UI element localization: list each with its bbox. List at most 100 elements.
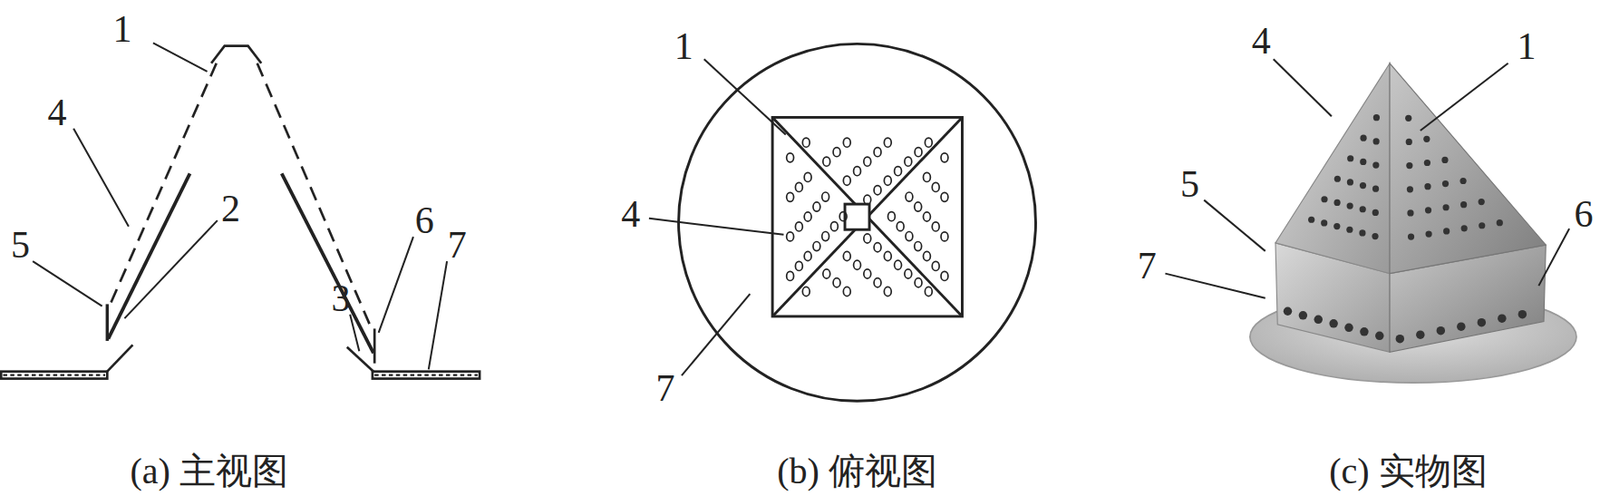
- hole: [786, 153, 795, 163]
- hole: [1396, 334, 1405, 343]
- callout-number: 2: [221, 189, 241, 228]
- hole: [786, 232, 795, 242]
- callout-number: 5: [10, 225, 30, 264]
- hole: [1372, 161, 1379, 168]
- hole: [887, 212, 895, 222]
- hole: [896, 222, 904, 232]
- hole: [1425, 206, 1432, 214]
- hole: [905, 232, 913, 242]
- hole: [843, 137, 851, 147]
- hole: [873, 278, 882, 288]
- hole: [843, 175, 851, 185]
- hole: [1375, 331, 1384, 340]
- hole: [1359, 182, 1367, 189]
- hole: [894, 166, 902, 176]
- hole: [883, 137, 892, 147]
- hole: [833, 147, 841, 157]
- callout-number: 6: [415, 201, 435, 240]
- hole: [1346, 226, 1353, 233]
- hole: [905, 192, 913, 202]
- hole: [1359, 327, 1368, 336]
- hole: [924, 286, 932, 296]
- callout-number: 7: [447, 225, 467, 264]
- hole: [914, 278, 922, 288]
- hole: [1441, 156, 1448, 164]
- hole: [924, 137, 932, 147]
- hole: [904, 156, 912, 166]
- hole: [1407, 233, 1415, 241]
- hole: [873, 147, 882, 157]
- hole: [839, 212, 847, 222]
- hole: [1415, 329, 1425, 339]
- hole: [863, 269, 872, 279]
- hole: [914, 147, 922, 157]
- hole: [863, 156, 872, 166]
- hole: [1496, 219, 1504, 226]
- hole: [1320, 195, 1328, 203]
- hole: [1443, 227, 1450, 234]
- hole: [863, 233, 872, 243]
- hole: [1359, 158, 1367, 165]
- hole: [1347, 155, 1354, 162]
- hole: [1358, 229, 1366, 236]
- hole: [1283, 307, 1292, 316]
- photo-view: [1164, 58, 1577, 383]
- hole: [1347, 178, 1354, 185]
- hole: [813, 241, 821, 251]
- hole: [1299, 310, 1308, 320]
- hole: [914, 241, 922, 251]
- hole: [1497, 313, 1506, 322]
- hole: [1359, 135, 1367, 142]
- hole: [914, 202, 922, 212]
- callout-number: 4: [1251, 21, 1271, 60]
- hole: [1436, 326, 1445, 335]
- hole: [931, 261, 940, 271]
- hole: [1373, 137, 1380, 145]
- hole: [883, 175, 892, 185]
- callout-number: 1: [1516, 27, 1536, 66]
- hole: [1373, 114, 1380, 121]
- hole: [823, 156, 831, 166]
- hole: [1424, 159, 1431, 166]
- hole: [931, 222, 940, 232]
- hole: [904, 269, 912, 279]
- hole: [1405, 115, 1412, 122]
- hole: [822, 232, 830, 242]
- front-view: [0, 42, 480, 379]
- hole: [1442, 180, 1449, 187]
- hole: [853, 166, 862, 176]
- hole: [795, 182, 803, 192]
- hole: [1371, 232, 1378, 240]
- hole: [786, 192, 795, 202]
- hole: [922, 251, 931, 261]
- hole: [863, 194, 872, 204]
- hole: [1372, 209, 1379, 216]
- hole: [853, 260, 862, 270]
- hole: [873, 185, 882, 195]
- hole: [1478, 198, 1485, 205]
- callout-number: 6: [1573, 194, 1593, 233]
- hole: [1333, 199, 1340, 206]
- top-view: [649, 43, 1037, 401]
- hole: [1308, 216, 1315, 224]
- hole: [1328, 319, 1338, 328]
- caption: (c) 实物图: [1328, 453, 1487, 490]
- hole: [1372, 185, 1379, 193]
- hole: [1406, 138, 1413, 146]
- hole: [1424, 183, 1431, 190]
- callout-number: 7: [1137, 246, 1157, 285]
- hole: [822, 192, 830, 202]
- hole: [804, 251, 812, 261]
- hole: [1333, 223, 1340, 230]
- callout-number: 3: [330, 279, 350, 318]
- hole: [883, 251, 892, 261]
- caption: (a) 主视图: [130, 453, 289, 490]
- hole: [922, 172, 931, 182]
- hole: [786, 271, 795, 281]
- hole: [1406, 185, 1414, 193]
- hole: [1406, 209, 1414, 216]
- hole: [1477, 318, 1486, 327]
- callout-number: 1: [674, 27, 694, 66]
- callout-number: 4: [620, 194, 640, 233]
